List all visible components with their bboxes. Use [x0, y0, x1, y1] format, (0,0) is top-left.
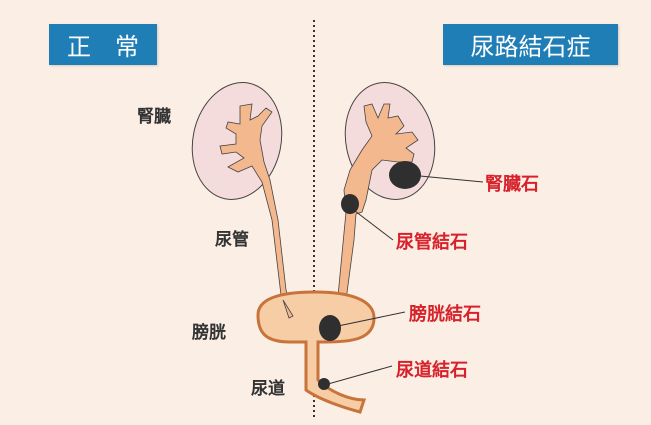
ureter-label: 尿管	[215, 230, 249, 250]
bladder	[256, 290, 376, 414]
ureter-stone-label: 尿管結石	[396, 232, 468, 253]
bladder-stone-label: 膀胱結石	[409, 304, 481, 325]
ureter-stone-leader	[354, 210, 394, 241]
normal-ureter-end	[282, 299, 294, 319]
diseased-renal-pelvis	[333, 103, 419, 313]
disease-header: 尿路結石症	[443, 24, 618, 65]
bladder-stone	[319, 315, 341, 341]
urethra-label: 尿道	[251, 379, 285, 399]
kidney-stone-leader	[419, 175, 484, 183]
bladder-stone-leader	[337, 311, 406, 327]
ureter-stone	[341, 194, 359, 214]
kidney-stone-label: 腎臓石	[485, 174, 539, 195]
urethra-stone-leader	[327, 365, 393, 385]
kidney-label: 腎臓	[137, 107, 171, 127]
urethra-stone	[318, 378, 330, 390]
kidney-stone	[389, 161, 421, 189]
bladder-label: 膀胱	[192, 323, 226, 343]
urethra-stone-label: 尿道結石	[396, 360, 468, 381]
normal-header: 正 常	[49, 24, 157, 65]
